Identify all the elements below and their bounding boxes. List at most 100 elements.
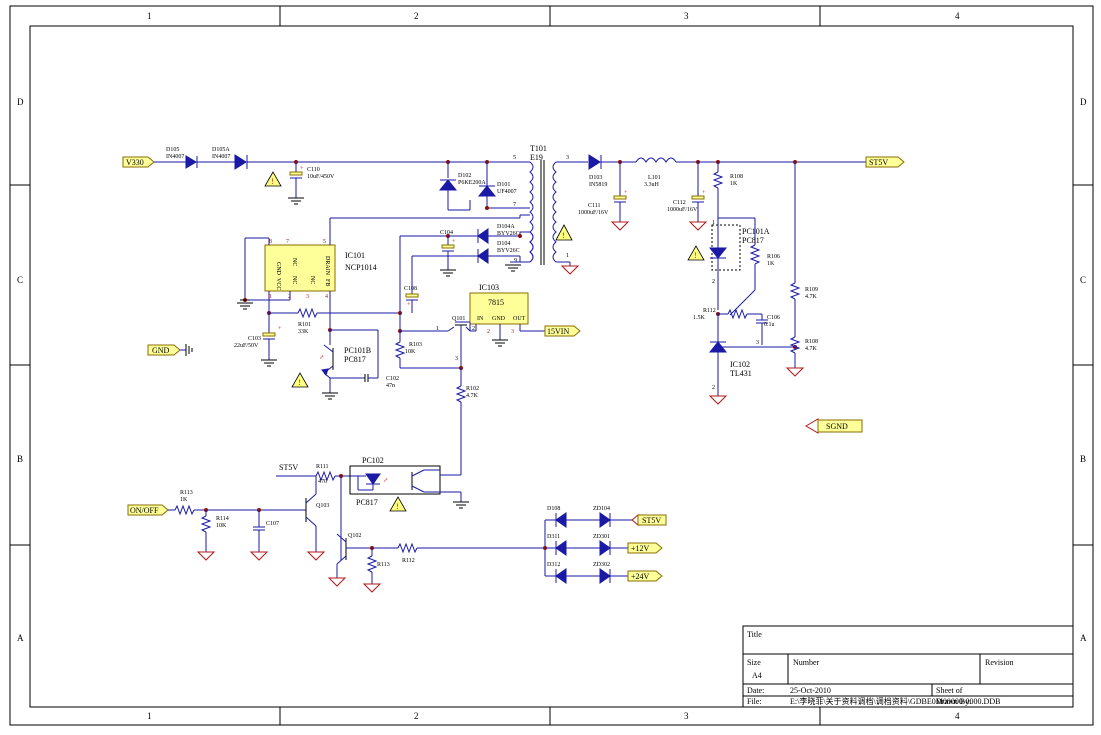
svg-text:↗: ↗	[319, 355, 324, 361]
c104-ref: C104	[440, 230, 453, 236]
t101-ref: T101	[530, 144, 547, 153]
d104a-ref: D104A	[497, 224, 515, 230]
pc101b-ref: PC101B	[344, 346, 371, 355]
size-label: Size	[747, 658, 761, 667]
transformer-t101: T101 E19 5 7 3 1 9 !	[513, 144, 588, 275]
ic102-ref: IC102	[730, 360, 750, 369]
zone-col-3-bottom: 3	[684, 711, 689, 721]
secondary-output: D103 IN5819 L101 3.3uH + C111 1000uF/16V…	[578, 154, 905, 231]
c102-value: 47n	[386, 383, 395, 389]
title-block: Title Size A4 Number Revision Date: 25-O…	[742, 625, 1074, 708]
schottky-d103	[588, 154, 601, 170]
d105-ref: D105	[166, 147, 179, 153]
c112-ref: C112	[673, 200, 686, 206]
r111-ref: R111	[316, 464, 329, 470]
number-label: Number	[793, 658, 820, 667]
svg-text:+: +	[278, 326, 282, 332]
svg-text:ST5V: ST5V	[869, 158, 888, 167]
drawing-frame: 1 2 3 4 1 2 3 4 D C B A D C B A	[9, 5, 1094, 726]
ground-c110	[288, 197, 304, 205]
svg-text:3: 3	[566, 155, 569, 161]
svg-text:NC: NC	[291, 258, 297, 266]
port-24v[interactable]	[627, 570, 663, 582]
svg-text:4: 4	[325, 294, 328, 300]
optocoupler-pc102: PC102 PC817 ↗ !	[349, 456, 469, 512]
r103-ref: R103	[409, 342, 422, 348]
r109-ref: R109	[805, 287, 818, 293]
svg-text:3: 3	[455, 356, 458, 362]
zone-row-d-right: D	[1080, 97, 1087, 107]
caution-icon-2	[555, 224, 573, 241]
ic103-body	[469, 292, 529, 325]
net-st5v-label: ST5V	[279, 463, 298, 472]
zone-col-2-top: 2	[414, 11, 419, 21]
d101-value: UF4007	[497, 189, 517, 195]
pc101a-value: PC817	[742, 236, 764, 245]
port-15vin[interactable]	[544, 325, 581, 337]
svg-text:8: 8	[269, 239, 272, 245]
zd104-ref: ZD104	[593, 506, 610, 512]
date-label: Date:	[747, 686, 764, 695]
r112a-value: 1.5K	[693, 315, 706, 321]
svg-text:VCC: VCC	[275, 278, 281, 290]
input-rectifier: V330 D105 IN4007 D105A IN4007 ! + C110 1…	[122, 147, 520, 205]
d102-ref: D102	[458, 173, 471, 179]
port-on-off[interactable]	[127, 504, 169, 516]
q101-ref: Q101	[452, 316, 465, 322]
svg-text:1: 1	[566, 253, 569, 259]
sheet-label: Sheet of	[936, 686, 963, 695]
pc101a-ref: PC101A	[742, 227, 770, 236]
transistor-q101: Q101 1 2 3 R103 10K R102 4.7K	[394, 296, 479, 475]
d104-value: BYV26C	[497, 248, 520, 254]
r103-value: 10K	[405, 349, 416, 355]
q103-ref: Q103	[316, 503, 329, 509]
svg-text:1: 1	[712, 220, 715, 226]
r101-value: 33K	[298, 329, 309, 335]
r109-value: 4.7K	[805, 294, 818, 300]
ic103-value: 7815	[488, 298, 504, 307]
zd302-ref: ZD302	[593, 562, 610, 568]
r106-ref: R106	[767, 254, 780, 260]
d102-value: P6KE200A	[458, 180, 486, 186]
zone-row-a-right: A	[1080, 633, 1087, 643]
svg-text:+: +	[300, 166, 304, 172]
d105-value: IN4007	[166, 154, 184, 160]
zone-row-b-left: B	[17, 454, 23, 464]
title-label: Title	[747, 630, 762, 639]
port-12v[interactable]	[627, 542, 663, 554]
port-st5v-output[interactable]	[865, 156, 905, 168]
r111-value: 470	[318, 479, 327, 485]
controller-ic101: GND NC NC NC VCC FB DRAIN 8 7 5 1 2 3 4 …	[240, 215, 521, 332]
zone-row-c-left: C	[17, 275, 23, 285]
inductor-l101	[635, 157, 677, 163]
svg-text:+: +	[702, 190, 706, 196]
caution-icon-4	[291, 372, 309, 388]
port-sgnd[interactable]	[817, 419, 863, 433]
r108a-ref: R108	[730, 174, 743, 180]
optocoupler-pc101b: ↗ PC101B PC817 C102 47n !	[291, 329, 399, 400]
port-v330[interactable]	[122, 156, 155, 168]
svg-text:5: 5	[323, 239, 326, 245]
svg-text:!: !	[271, 177, 274, 186]
svg-text:7: 7	[286, 239, 289, 245]
svg-text:↗: ↗	[383, 478, 388, 484]
cap-c110	[289, 171, 303, 176]
zone-col-4-bottom: 4	[955, 711, 960, 721]
c103-value: 22uF/50V	[234, 343, 259, 349]
file-value: E:\李晓菲\关于资料调档\调档资料\GDBE0M00000-0000.DDB	[790, 696, 1000, 706]
r102-value: 4.7K	[466, 393, 479, 399]
d311-ref: D311	[547, 534, 560, 540]
on-off-control: ON/OFF R113 1K R114 10K C107 Q103 ST5V R…	[127, 463, 358, 561]
port-st5v-bus[interactable]	[637, 514, 667, 526]
port-gnd[interactable]	[147, 344, 181, 356]
svg-text:!: !	[562, 231, 565, 240]
r108b-value: 4.7K	[805, 346, 818, 352]
pc102-ref: PC102	[362, 456, 384, 465]
c111-value: 1000uF/16V	[578, 210, 609, 216]
r114-ref: R114	[216, 516, 229, 522]
svg-text:ON/OFF: ON/OFF	[130, 506, 159, 515]
r113a-value: 1K	[180, 497, 188, 503]
svg-text:2: 2	[487, 329, 490, 335]
tvs-d102	[438, 179, 458, 191]
c106-ref: C106	[767, 315, 780, 321]
